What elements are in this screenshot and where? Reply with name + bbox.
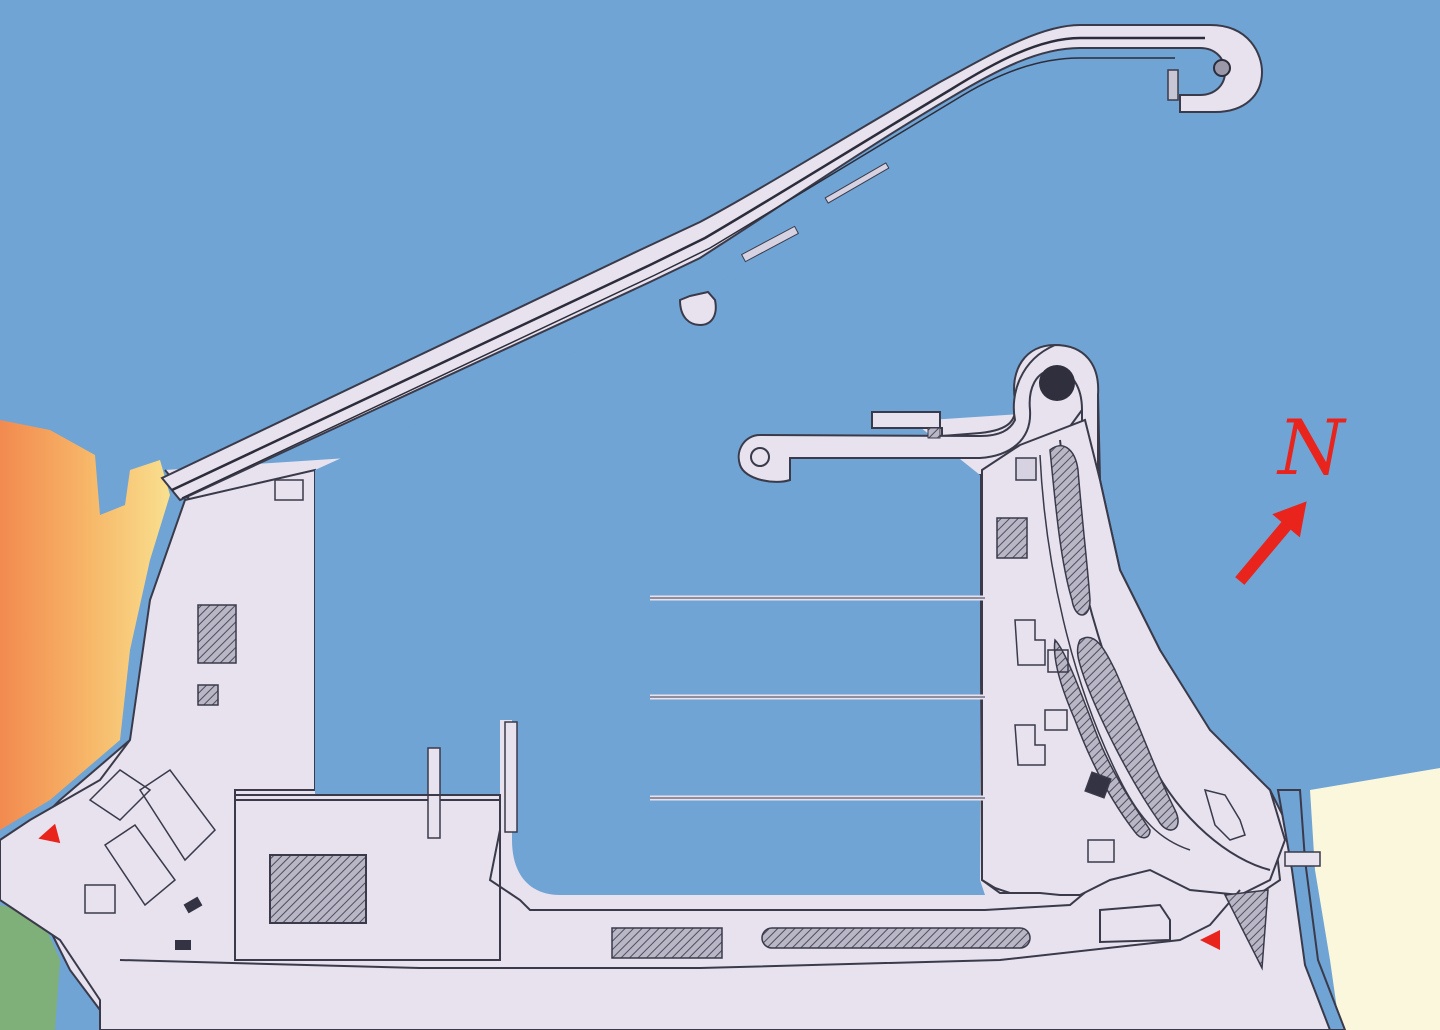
canal [1276, 789, 1347, 1030]
east-shore-land [1310, 768, 1440, 1030]
sand-beach-area [0, 420, 170, 830]
green-area-southwest [0, 905, 60, 1030]
north-arrow-icon [1235, 501, 1307, 585]
breakwater-lighthouse-icon [1213, 59, 1231, 77]
building-east-3 [1014, 619, 1046, 666]
south-jetty-2 [504, 721, 518, 833]
breakwater-berth-2 [824, 162, 890, 204]
building-east-5 [1044, 709, 1068, 731]
south-parking-1 [611, 927, 723, 959]
building-east-6 [1047, 649, 1069, 673]
building-southwest-4 [84, 884, 116, 914]
jetty-kiosk [871, 411, 941, 429]
breakwater-berth-1 [740, 225, 800, 263]
parking-area-3 [1053, 638, 1151, 839]
west-quay-kiosk [274, 479, 304, 501]
parking-area-1 [1049, 445, 1091, 616]
roundabout-icon [1039, 365, 1075, 401]
breakwater-walkway [171, 36, 1205, 492]
building-east-4 [1014, 724, 1046, 766]
breakwater-walkway-inner [181, 57, 1175, 499]
canal-bridge [1284, 851, 1321, 867]
building-east-7 [1084, 771, 1112, 799]
building-southwest-2 [138, 768, 216, 862]
building-southwest-3 [103, 823, 177, 907]
building-east-2 [1015, 457, 1037, 481]
building-southwest-6 [183, 896, 203, 914]
south-parking-2 [761, 927, 1031, 949]
main-breakwater [160, 24, 1264, 502]
building-southwest-1 [88, 769, 152, 821]
west-quay-hatched-block-1 [197, 604, 237, 664]
south-jetty-1 [427, 747, 441, 839]
building-east-9 [1203, 788, 1246, 841]
breakwater-bastion [678, 290, 717, 327]
entrance-hatched-area [1223, 889, 1269, 971]
jetty-head-circle [750, 447, 770, 467]
west-quay-hatched-block-2 [197, 684, 219, 706]
south-quay-hatched-block [269, 854, 367, 924]
east-quay-road-inner [1039, 454, 1191, 851]
parking-area-2 [1076, 636, 1179, 831]
breakwater-head-berth [1167, 69, 1179, 101]
south-quay-building [1099, 903, 1171, 944]
entrance-marker-east-icon [1200, 930, 1220, 950]
entrance-marker-west-icon [38, 823, 61, 844]
building-southwest-5 [175, 940, 191, 950]
building-east-8 [1087, 839, 1115, 863]
south-quay-block-outline [234, 794, 501, 961]
building-east-1 [996, 517, 1028, 559]
marina-basin [315, 275, 985, 895]
south-quay-road [119, 889, 1241, 969]
compass-north-label: N [1278, 403, 1345, 492]
jetty-hatch-square [927, 427, 941, 439]
